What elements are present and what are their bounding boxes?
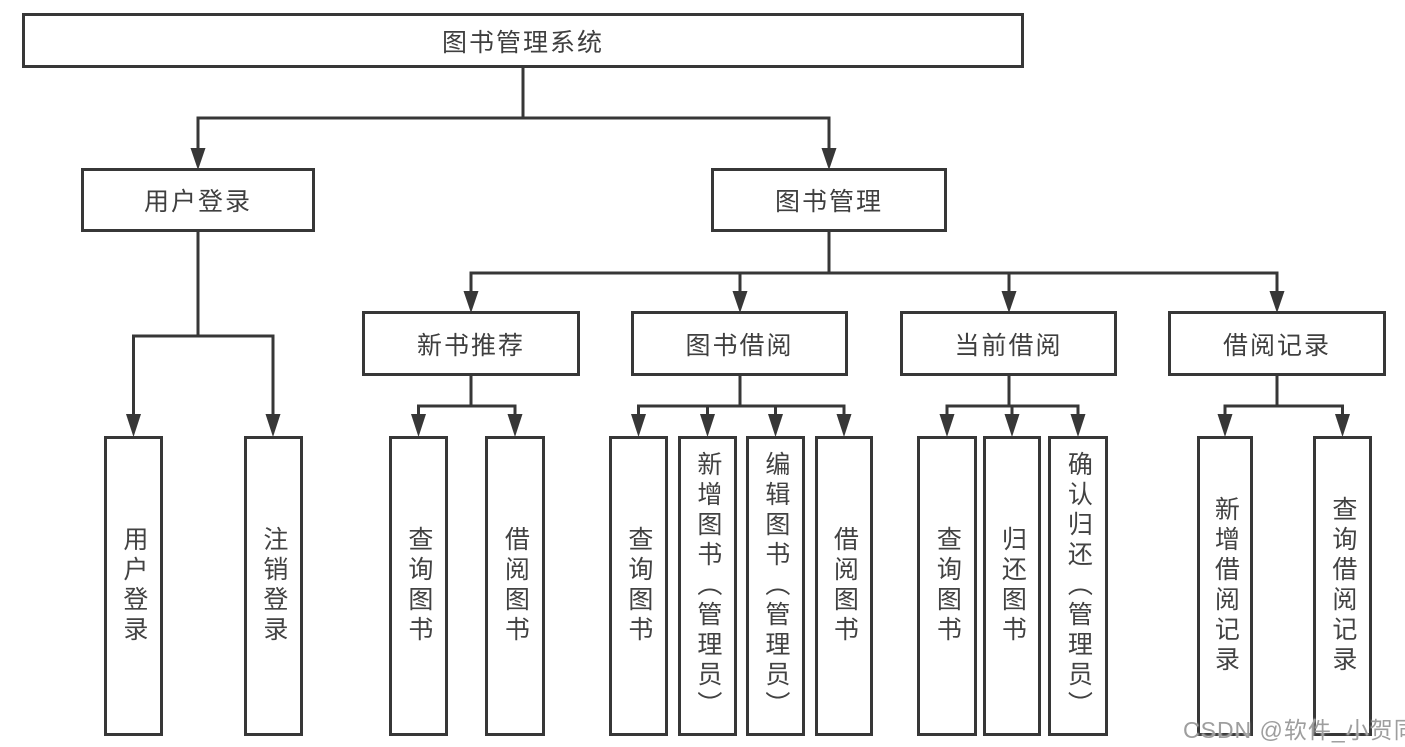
leaf-query-borrow-record: 查询借阅记录 [1313, 436, 1372, 736]
leaf-label: 借阅图书 [830, 526, 859, 646]
leaf-query-books-current: 查询图书 [917, 436, 977, 736]
leaf-label: 新增借阅记录 [1211, 496, 1240, 676]
connector-current-borrow-children [939, 375, 1086, 437]
leaf-label: 查询借阅记录 [1328, 496, 1357, 676]
connector-root-to-level2 [190, 66, 837, 170]
connector-book-mgmt-children [463, 231, 1285, 313]
leaf-label: 借阅图书 [501, 526, 530, 646]
node-book-borrowing: 图书借阅 [631, 311, 848, 376]
node-borrowing-records: 借阅记录 [1168, 311, 1386, 376]
connector-book-borrow-children [631, 375, 852, 437]
leaf-label: 新增图书（管理员） [693, 451, 722, 721]
leaf-label: 确认归还（管理员） [1064, 451, 1093, 721]
leaf-edit-books-admin: 编辑图书（管理员） [746, 436, 805, 736]
connector-user-login-children [126, 231, 281, 437]
connector-borrow-records-children [1217, 375, 1350, 437]
leaf-add-borrow-record: 新增借阅记录 [1197, 436, 1253, 736]
leaf-borrow-books: 借阅图书 [815, 436, 873, 736]
leaf-logout: 注销登录 [244, 436, 303, 736]
connector-new-books-children [411, 375, 523, 437]
leaf-user-login: 用户登录 [104, 436, 163, 736]
leaf-label: 查询图书 [933, 526, 962, 646]
leaf-return-books: 归还图书 [983, 436, 1041, 736]
node-current-borrowing: 当前借阅 [900, 311, 1117, 376]
leaf-add-books-admin: 新增图书（管理员） [678, 436, 737, 736]
node-library-management-system: 图书管理系统 [22, 13, 1024, 68]
leaf-label: 归还图书 [998, 526, 1027, 646]
leaf-label: 注销登录 [259, 526, 288, 646]
leaf-label: 查询图书 [624, 526, 653, 646]
leaf-borrow-books-recommend: 借阅图书 [485, 436, 545, 736]
node-new-book-recommend: 新书推荐 [362, 311, 580, 376]
csdn-watermark: CSDN @软件_小贺同学 [1183, 717, 1405, 743]
node-book-management: 图书管理 [711, 168, 947, 232]
node-user-login: 用户登录 [81, 168, 315, 232]
leaf-label: 用户登录 [119, 526, 148, 646]
leaf-confirm-return-admin: 确认归还（管理员） [1048, 436, 1108, 736]
leaf-label: 查询图书 [404, 526, 433, 646]
leaf-label: 编辑图书（管理员） [761, 451, 790, 721]
leaf-query-books-recommend: 查询图书 [389, 436, 448, 736]
leaf-query-books-borrow: 查询图书 [609, 436, 668, 736]
